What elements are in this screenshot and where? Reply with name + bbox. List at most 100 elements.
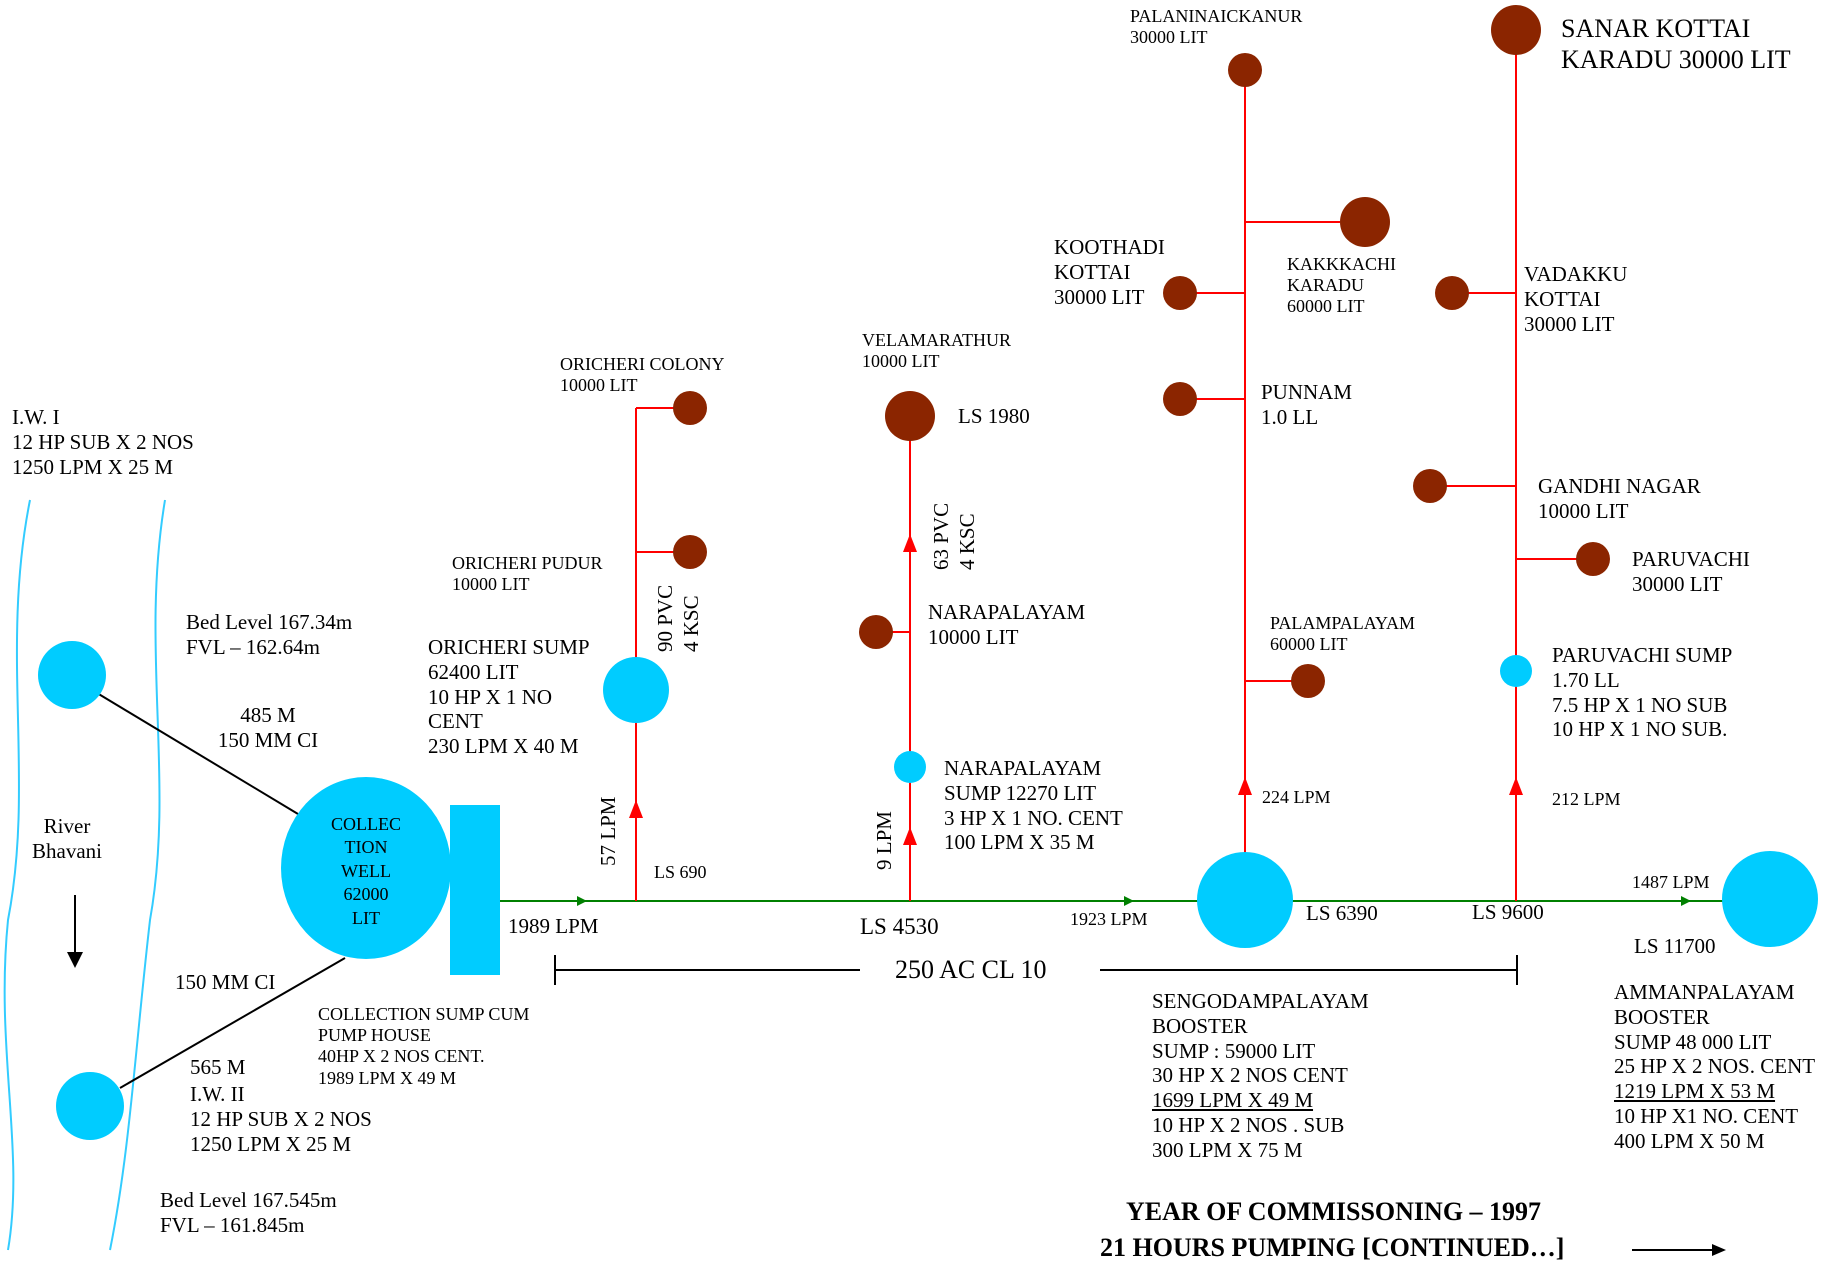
collection-sump-pump-house [450,805,500,975]
pipe-iw2-length: 565 M [190,1055,246,1079]
velamarathur-tank [885,391,935,441]
palaninaickanur-label: PALANINAICKANUR 30000 LIT [1130,6,1302,48]
collection-well-label: COLLEC TION WELL 62000 LIT [316,813,416,930]
vadakku-line3: 30000 LIT [1524,311,1615,336]
punnam-capacity: 1.0 LL [1261,404,1319,429]
pipeline-iw2 [119,957,346,1089]
palaninaickanur-capacity: 30000 LIT [1130,27,1208,48]
punnam-label: PUNNAM 1.0 LL [1261,380,1352,430]
narapalayam-sump-label: NARAPALAYAM SUMP 12270 LIT 3 HP X 1 NO. … [944,756,1123,855]
collection-sump-line4: 1989 LPM X 49 M [318,1067,457,1088]
iw1-bed-level: Bed Level 167.34m [186,610,353,634]
river-label-line2: Bhavani [32,838,102,863]
gandhi-nagar-tank [1413,469,1447,503]
pipe-iw1-size: 150 MM CI [217,727,319,752]
river-label-line1: River [43,814,91,838]
collection-well-line3: WELL [341,860,391,881]
koothadi-line2: KOTTAI [1054,259,1131,284]
paruvachi-sump-line2: 1.70 LL [1552,667,1620,692]
paruvachi-sump-line4: 10 HP X 1 NO SUB. [1552,717,1728,742]
sengodampalayam-line7: 300 LPM X 75 M [1152,1137,1303,1162]
narapalayam-sump-line3: 3 HP X 1 NO. CENT [944,805,1123,830]
river-flow-arrowhead [67,952,83,968]
river-label: River Bhavani [12,814,122,864]
sengodampalayam-line2: BOOSTER [1152,1013,1248,1038]
paruvachi-sump-label: PARUVACHI SUMP 1.70 LL 7.5 HP X 1 NO SUB… [1552,643,1732,742]
ammanpalayam-line6: 10 HP X1 NO. CENT [1614,1103,1799,1128]
palampalayam-label: PALAMPALAYAM 60000 LIT [1270,613,1415,655]
collection-sump-line3: 40HP X 2 NOS CENT. [318,1046,485,1067]
narapalayam-sump-line2: SUMP 12270 LIT [944,780,1097,805]
oricheri-branch-pipe-size: 90 PVC [653,584,677,652]
pipe-iw1-label: 485 M 150 MM CI [208,703,328,753]
sanar-label: SANAR KOTTAI KARADU 30000 LIT [1561,14,1791,75]
iw1-pump: 12 HP SUB X 2 NOS [12,429,194,454]
sengodampalayam-flow-arrowhead [1238,777,1252,795]
kakkkachi-line2: KARADU [1287,275,1365,296]
oricheri-pudur-label: ORICHERI PUDUR 10000 LIT [452,553,603,595]
oricheri-sump-line2: 62400 LIT [428,659,519,684]
kakkkachi-label: KAKKKACHI KARADU 60000 LIT [1287,254,1396,318]
velamarathur-label: VELAMARATHUR 10000 LIT [862,330,1011,372]
ammanpalayam-line2: BOOSTER [1614,1004,1710,1029]
punnam-tank [1163,382,1197,416]
velamarathur-capacity: 10000 LIT [862,351,940,372]
sanar-kottai-karadu-tank [1491,5,1541,55]
footer-pumping: 21 HOURS PUMPING [CONTINUED…] [1100,1233,1565,1262]
collection-well-line1: COLLEC [331,814,401,834]
palaninaickanur-name: PALANINAICKANUR [1130,6,1303,26]
ammanpalayam-line4: 25 HP X 2 NOS. CENT [1614,1054,1816,1079]
vadakku-kottai-tank [1435,276,1469,310]
koothadi-line3: 30000 LIT [1054,284,1145,309]
pipeline-iw1 [96,692,299,815]
koothadi-label: KOOTHADI KOTTAI 30000 LIT [1054,235,1165,309]
vadakku-label: VADAKKU KOTTAI 30000 LIT [1524,262,1627,336]
collection-well-line5: LIT [352,907,380,928]
oricheri-sump-line1: ORICHERI SUMP [428,635,590,659]
sanar-line2: KARADU 30000 LIT [1561,44,1791,74]
oricheri-pudur-name: ORICHERI PUDUR [452,553,603,573]
narapalayam-sump-line1: NARAPALAYAM [944,756,1102,780]
oricheri-colony-tank [673,391,707,425]
main-flow-3: 1487 LPM [1632,872,1710,892]
koothadi-kottai-tank [1163,276,1197,310]
sengodampalayam-booster-sump [1197,852,1293,948]
pipe-iw1-length: 485 M [240,703,296,727]
kakkkachi-line1: KAKKKACHI [1287,254,1396,274]
narapalayam-branch-pipe: 63 PVC 4 KSC [928,503,981,570]
sengodampalayam-line3: SUMP : 59000 LIT [1152,1038,1316,1063]
ammanpalayam-line3: SUMP 48 000 LIT [1614,1029,1772,1054]
palampalayam-name: PALAMPALAYAM [1270,613,1416,633]
oricheri-branch-pipe: 90 PVC 4 KSC [652,585,705,652]
sengodampalayam-line5: 1699 LPM X 49 M [1152,1088,1314,1113]
ammanpalayam-label: AMMANPALAYAM BOOSTER SUMP 48 000 LIT 25 … [1614,980,1815,1153]
narapalayam-tank-label: NARAPALAYAM 10000 LIT [928,600,1085,650]
narapalayam-branch-pipe-size: 63 PVC [929,502,953,570]
sengodampalayam-branch-flow: 224 LPM [1262,787,1331,807]
gandhi-label: GANDHI NAGAR 10000 LIT [1538,474,1701,524]
iw2-bed-level: Bed Level 167.545m [160,1188,337,1212]
river-bank-left [3,499,31,1251]
oricheri-sump-line4: CENT [428,709,483,734]
narapalayam-branch-flow: 9 LPM [872,811,896,870]
intake-well-2 [56,1072,124,1140]
footer-commissioning: YEAR OF COMMISSONING – 1997 [1126,1197,1542,1226]
collection-well [281,777,451,959]
oricheri-pudur-capacity: 10000 LIT [452,574,530,595]
oricheri-sump-line5: 230 LPM X 40 M [428,734,579,759]
palampalayam-tank [1291,664,1325,698]
paruvachi-capacity: 30000 LIT [1632,571,1723,596]
collection-sump-line1: COLLECTION SUMP CUM [318,1004,530,1024]
continued-arrowhead [1712,1244,1726,1256]
narapalayam-branch-pipe-class: 4 KSC [955,513,980,570]
narapalayam-tank-name: NARAPALAYAM [928,600,1086,624]
sengodampalayam-line6: 10 HP X 2 NOS . SUB [1152,1112,1345,1137]
iw2-pump: 12 HP SUB X 2 NOS [190,1106,372,1131]
iw2-flow: 1250 LPM X 25 M [190,1131,352,1156]
oricheri-flow-arrowhead [629,800,643,818]
iw1-fvl: FVL – 162.64m [186,634,320,659]
oricheri-branch-pipe-class: 4 KSC [679,595,704,652]
ammanpalayam-line7: 400 LPM X 50 M [1614,1128,1765,1153]
pipe-iw2-size: 150 MM CI [175,970,276,994]
